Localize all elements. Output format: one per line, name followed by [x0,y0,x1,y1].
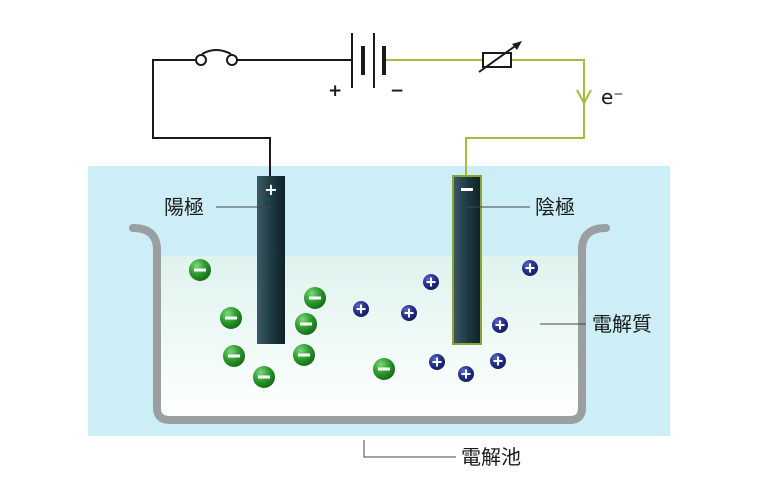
anion [304,287,326,309]
anion [293,344,315,366]
cation [423,274,439,290]
anion [189,259,211,281]
variable-resistor-icon [478,41,522,73]
cation [522,260,538,276]
cation [490,353,506,369]
wire-right-2 [465,59,585,176]
anode-label: 陽極 [164,195,204,219]
anode-sign: + [264,180,277,199]
cell-label: 電解池 [461,445,521,469]
cation [353,301,369,317]
anion [373,358,395,380]
electron-flow-arrow-icon [576,89,592,106]
anion [295,313,317,335]
anion [220,307,242,329]
cathode-sign [461,188,473,191]
vessel [129,224,610,424]
cathode-label: 陰極 [535,195,575,219]
electrolyte-label: 電解質 [592,312,652,336]
cation [492,317,508,333]
battery-icon [351,33,386,88]
cell-leader [363,440,456,458]
cation [401,305,417,321]
battery-minus-label: − [390,81,404,101]
battery-plus-label: + [328,81,342,101]
cation [429,354,445,370]
wire-left [152,59,271,176]
switch-icon [195,49,238,66]
anion [223,345,245,367]
cation [458,366,474,382]
anode-electrode [257,176,285,344]
anion [253,366,275,388]
electron-label: e⁻ [601,85,624,109]
cathode-electrode [452,175,482,345]
electrolyte-liquid [157,256,582,420]
